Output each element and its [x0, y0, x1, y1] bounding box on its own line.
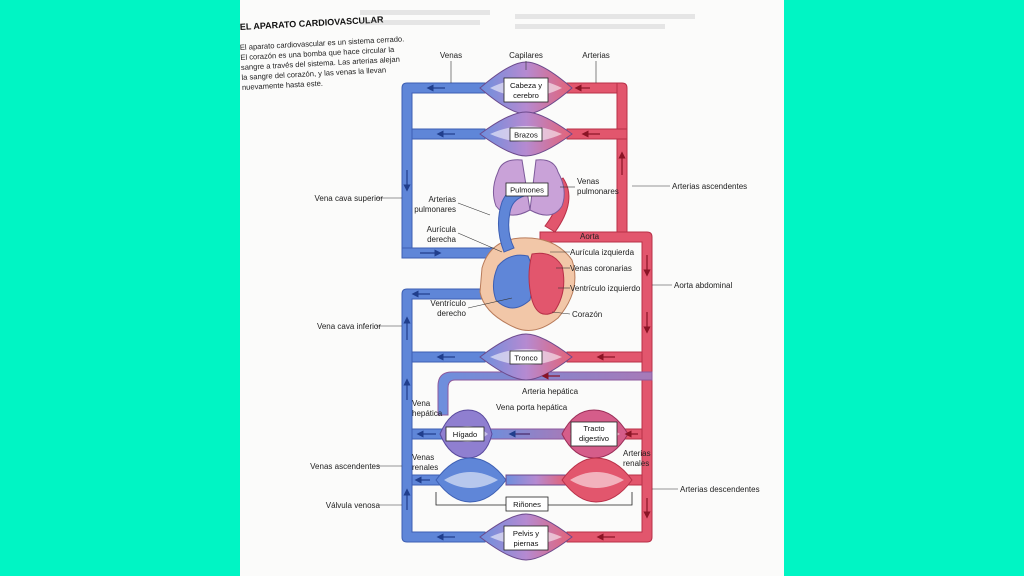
kidney-connector	[505, 474, 567, 486]
cardiovascular-diagram: EL APARATO CARDIOVASCULAR El aparato car…	[240, 10, 760, 561]
label-corazon: Corazón	[572, 310, 602, 319]
label-arterias-descendentes: Arterias descendentes	[680, 485, 760, 494]
heart	[479, 185, 576, 331]
label-venas-coronarias: Venas coronarias	[570, 264, 632, 273]
hepatic-artery-vessel	[437, 371, 653, 416]
organ-box-liver: Hígado	[445, 426, 485, 442]
label-ventriculo-derecho: Ventrículo	[430, 299, 466, 308]
label-vena-hepatica: Vena	[412, 399, 431, 408]
organ-label-line: Brazos	[514, 131, 538, 140]
label-venas: Venas	[440, 51, 462, 60]
label-venas-renales: Venas	[412, 453, 434, 462]
label-capilares: Capilares	[509, 51, 543, 60]
label-arteria-hepatica: Arteria hepática	[522, 387, 579, 396]
heart-labels: Venas pulmonares Arterias pulmonares Aur…	[414, 177, 641, 319]
label-arterias-renales: Arterias	[623, 449, 651, 458]
label-valvula-venosa: Válvula venosa	[326, 501, 381, 510]
capillary-bed-kidney-venous	[435, 457, 507, 503]
label-auricula-izquierda: Aurícula izquierda	[570, 248, 635, 257]
organ-box-trunk: Tronco	[509, 350, 543, 365]
label-auricula-derecha: Aurícula	[427, 225, 457, 234]
organ-box-lungs: Pulmones	[505, 182, 549, 197]
right-labels: Arterias ascendentes Aorta abdominal Art…	[672, 182, 760, 494]
left-labels: Vena cava superior Vena cava inferior Ve…	[310, 194, 383, 510]
organ-box-head: Cabeza y cerebro	[503, 77, 549, 103]
organ-label-line: cerebro	[513, 91, 539, 100]
intro-paragraph: El aparato cardiovascular es un sistema …	[240, 34, 405, 92]
organ-label-line: piernas	[514, 539, 539, 548]
label-arterias: Arterias	[582, 51, 610, 60]
organ-label-line: Pulmones	[510, 186, 544, 195]
organ-label-line: Hígado	[453, 430, 478, 439]
organ-label-line: Tronco	[514, 354, 537, 363]
label-ventriculo-izquierdo: Ventrículo izquierdo	[570, 284, 641, 293]
bleed-through-text	[360, 10, 695, 29]
label-auricula-derecha: derecha	[427, 235, 456, 244]
label-aorta: Aorta	[580, 232, 600, 241]
organ-box-kidneys: Riñones	[435, 492, 633, 512]
label-venas-pulmonares: pulmonares	[577, 187, 619, 196]
label-arterias-pulmonares: pulmonares	[414, 205, 456, 214]
label-venas-renales: renales	[412, 463, 438, 472]
label-vena-porta-hepatica: Vena porta hepática	[496, 403, 568, 412]
label-arterias-ascendentes: Arterias ascendentes	[672, 182, 747, 191]
label-arterias-renales: renales	[623, 459, 649, 468]
label-venas-ascendentes: Venas ascendentes	[310, 462, 380, 471]
inner-labels: Arteria hepática Vena porta hepática Ven…	[412, 387, 651, 472]
top-labels: Venas Capilares Arterias	[440, 51, 610, 60]
label-venas-pulmonares: Venas	[577, 177, 599, 186]
organ-box-digestive: Tracto digestivo	[570, 421, 618, 447]
organ-label-line: Riñones	[513, 500, 541, 509]
label-vena-cava-superior: Vena cava superior	[315, 194, 384, 203]
label-arterias-pulmonares: Arterias	[428, 195, 456, 204]
organ-label-line: Tracto	[583, 424, 604, 433]
organ-box-legs: Pelvis y piernas	[503, 525, 549, 551]
flow-arrows	[403, 84, 651, 541]
intro-line: nuevamente hasta este.	[242, 79, 323, 92]
label-vena-hepatica: hepática	[412, 409, 443, 418]
organ-label-line: Pelvis y	[513, 529, 539, 538]
label-vena-cava-inferior: Vena cava inferior	[317, 322, 381, 331]
organ-label-line: Cabeza y	[510, 81, 542, 90]
label-aorta-abdominal: Aorta abdominal	[674, 281, 732, 290]
capillary-bed-kidney-arterial	[561, 457, 633, 503]
label-ventriculo-derecho: derecho	[437, 309, 466, 318]
textbook-page: EL APARATO CARDIOVASCULAR El aparato car…	[240, 0, 784, 576]
leader-lines	[376, 61, 678, 506]
organ-label-line: digestivo	[579, 434, 609, 443]
organ-box-arms: Brazos	[509, 127, 543, 142]
